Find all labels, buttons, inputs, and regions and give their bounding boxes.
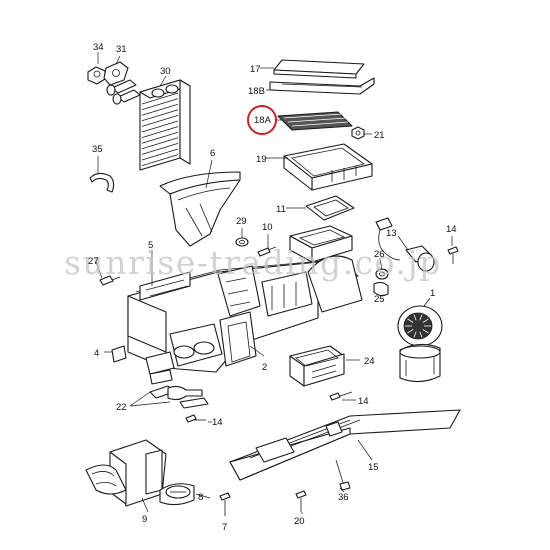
- label-26: 26: [374, 249, 385, 260]
- label-24: 24: [364, 356, 375, 367]
- part-20-screw: [295, 490, 307, 512]
- heater-pipe-fittings: [106, 79, 141, 105]
- label-10: 10: [262, 222, 273, 233]
- heater-core-fin: [141, 131, 179, 144]
- label-18a: 18A: [254, 115, 272, 126]
- blower-vane: [413, 314, 417, 321]
- blower-vane: [419, 314, 423, 321]
- heater-core-fin: [141, 92, 179, 105]
- callout-labels: 34 31 30 17 18B 18A 21 35 6 19 11 29 10 …: [88, 42, 457, 533]
- blower-vane: [422, 318, 429, 323]
- label-31: 31: [116, 44, 127, 55]
- label-20: 20: [294, 516, 305, 527]
- label-21: 21: [374, 130, 385, 141]
- part-9-rear-duct: [85, 439, 167, 507]
- heater-core-fin: [141, 109, 179, 122]
- heater-core-fin: [141, 103, 179, 116]
- label-1: 1: [430, 288, 435, 299]
- part-2-heater-box: [127, 255, 363, 385]
- part-13-connector: [375, 217, 435, 272]
- part-7-screw: [219, 492, 231, 516]
- part-11-gasket: [305, 195, 355, 221]
- heater-core-fin: [141, 148, 179, 161]
- heater-core-fin: [141, 120, 179, 133]
- label-4: 4: [94, 348, 99, 359]
- label-6: 6: [210, 148, 215, 159]
- leader-lines: [95, 52, 453, 514]
- part-31-bracket: [103, 61, 129, 86]
- heater-core-fin: [141, 98, 179, 110]
- label-8: 8: [198, 492, 203, 503]
- label-9: 9: [142, 514, 147, 525]
- part-17-filter-cover: [273, 59, 365, 79]
- part-14-screw-lower: [185, 414, 206, 423]
- label-15: 15: [368, 462, 379, 473]
- blower-vane: [407, 329, 414, 334]
- blower-vane: [407, 318, 414, 323]
- label-11: 11: [276, 204, 286, 215]
- label-27: 27: [88, 256, 99, 267]
- label-22: 22: [116, 402, 127, 413]
- part-34-nut: [87, 66, 106, 85]
- blower-vane: [419, 331, 423, 338]
- label-35: 35: [92, 144, 103, 155]
- label-36: 36: [338, 492, 349, 503]
- part-27-screw: [99, 275, 121, 286]
- label-14-mid: 14: [358, 396, 369, 407]
- part-36-clip: [335, 459, 351, 491]
- part-22-levers: [149, 385, 209, 409]
- heater-core-fin: [141, 154, 179, 166]
- heater-core-fin: [141, 137, 179, 150]
- label-25: 25: [374, 294, 385, 305]
- label-29: 29: [236, 216, 247, 227]
- label-17: 17: [250, 64, 261, 75]
- part-18a-pollen-filter: [277, 111, 353, 131]
- label-14-top: 14: [446, 224, 457, 235]
- blower-vane: [413, 331, 417, 338]
- part-30-heater-core: [139, 79, 191, 171]
- heater-core-fin: [141, 143, 179, 155]
- heater-core-fin: [141, 115, 179, 127]
- label-2: 2: [262, 362, 267, 373]
- label-14-lower: 14: [212, 417, 223, 428]
- part-18b-filter-frame: [269, 77, 375, 95]
- part-4-flap: [111, 345, 127, 363]
- part-15-floor-duct: [229, 409, 461, 481]
- part-1-blower-motor: [397, 305, 443, 383]
- label-5: 5: [148, 240, 153, 251]
- highlight-circle-18a: [247, 105, 277, 135]
- part-10-screw: [257, 246, 277, 257]
- part-21-nut: [351, 126, 365, 140]
- part-25-bush: [373, 281, 389, 297]
- blower-vane: [422, 329, 429, 334]
- part-35-clip: [89, 172, 115, 193]
- part-14-screw-mid: [329, 391, 353, 401]
- part-14-screw-top: [447, 246, 459, 264]
- part-6-air-duct: [159, 171, 241, 247]
- part-24-resistor: [289, 345, 345, 387]
- part-19-filter-housing: [283, 143, 373, 191]
- label-34: 34: [93, 42, 104, 53]
- label-13: 13: [386, 228, 397, 239]
- label-19: 19: [256, 154, 267, 165]
- label-30: 30: [160, 66, 171, 77]
- label-7: 7: [222, 522, 227, 533]
- label-18b: 18B: [248, 86, 265, 97]
- heater-core-fin: [141, 126, 179, 138]
- air-inlet-funnel: [289, 225, 353, 263]
- part-8-outlet: [159, 483, 195, 506]
- watermark-text: sunrise-trading.co.jp: [64, 243, 442, 282]
